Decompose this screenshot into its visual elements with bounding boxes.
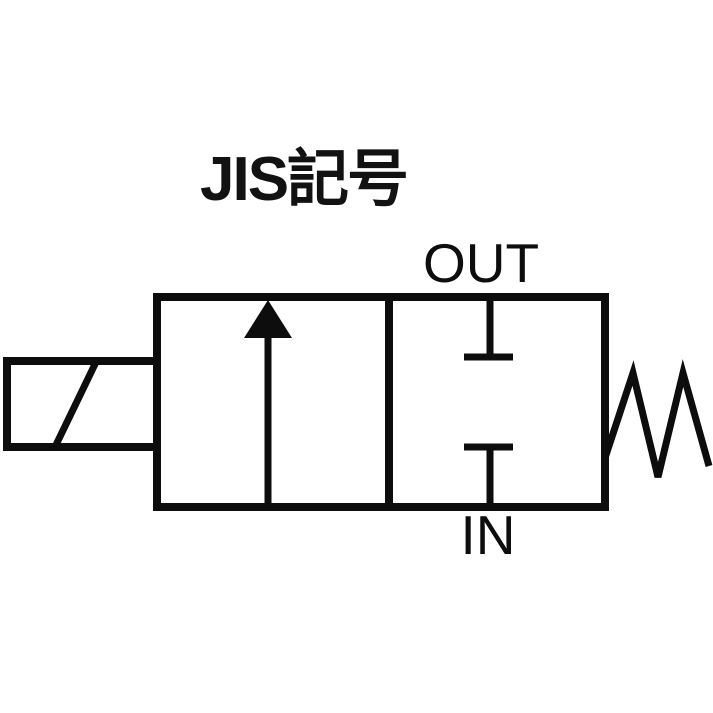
valve-body-rect	[153, 293, 609, 511]
in-port-label: IN	[461, 504, 516, 566]
out-port-label: OUT	[423, 232, 539, 294]
diagram-title: JIS記号	[200, 145, 409, 214]
flow-arrow-head-icon	[244, 300, 292, 338]
in-port-symbol	[464, 443, 513, 503]
solenoid-box	[3, 357, 161, 451]
solenoid-diagonal-line	[51, 358, 101, 449]
spring-icon	[601, 359, 713, 478]
out-port-symbol	[464, 301, 513, 361]
